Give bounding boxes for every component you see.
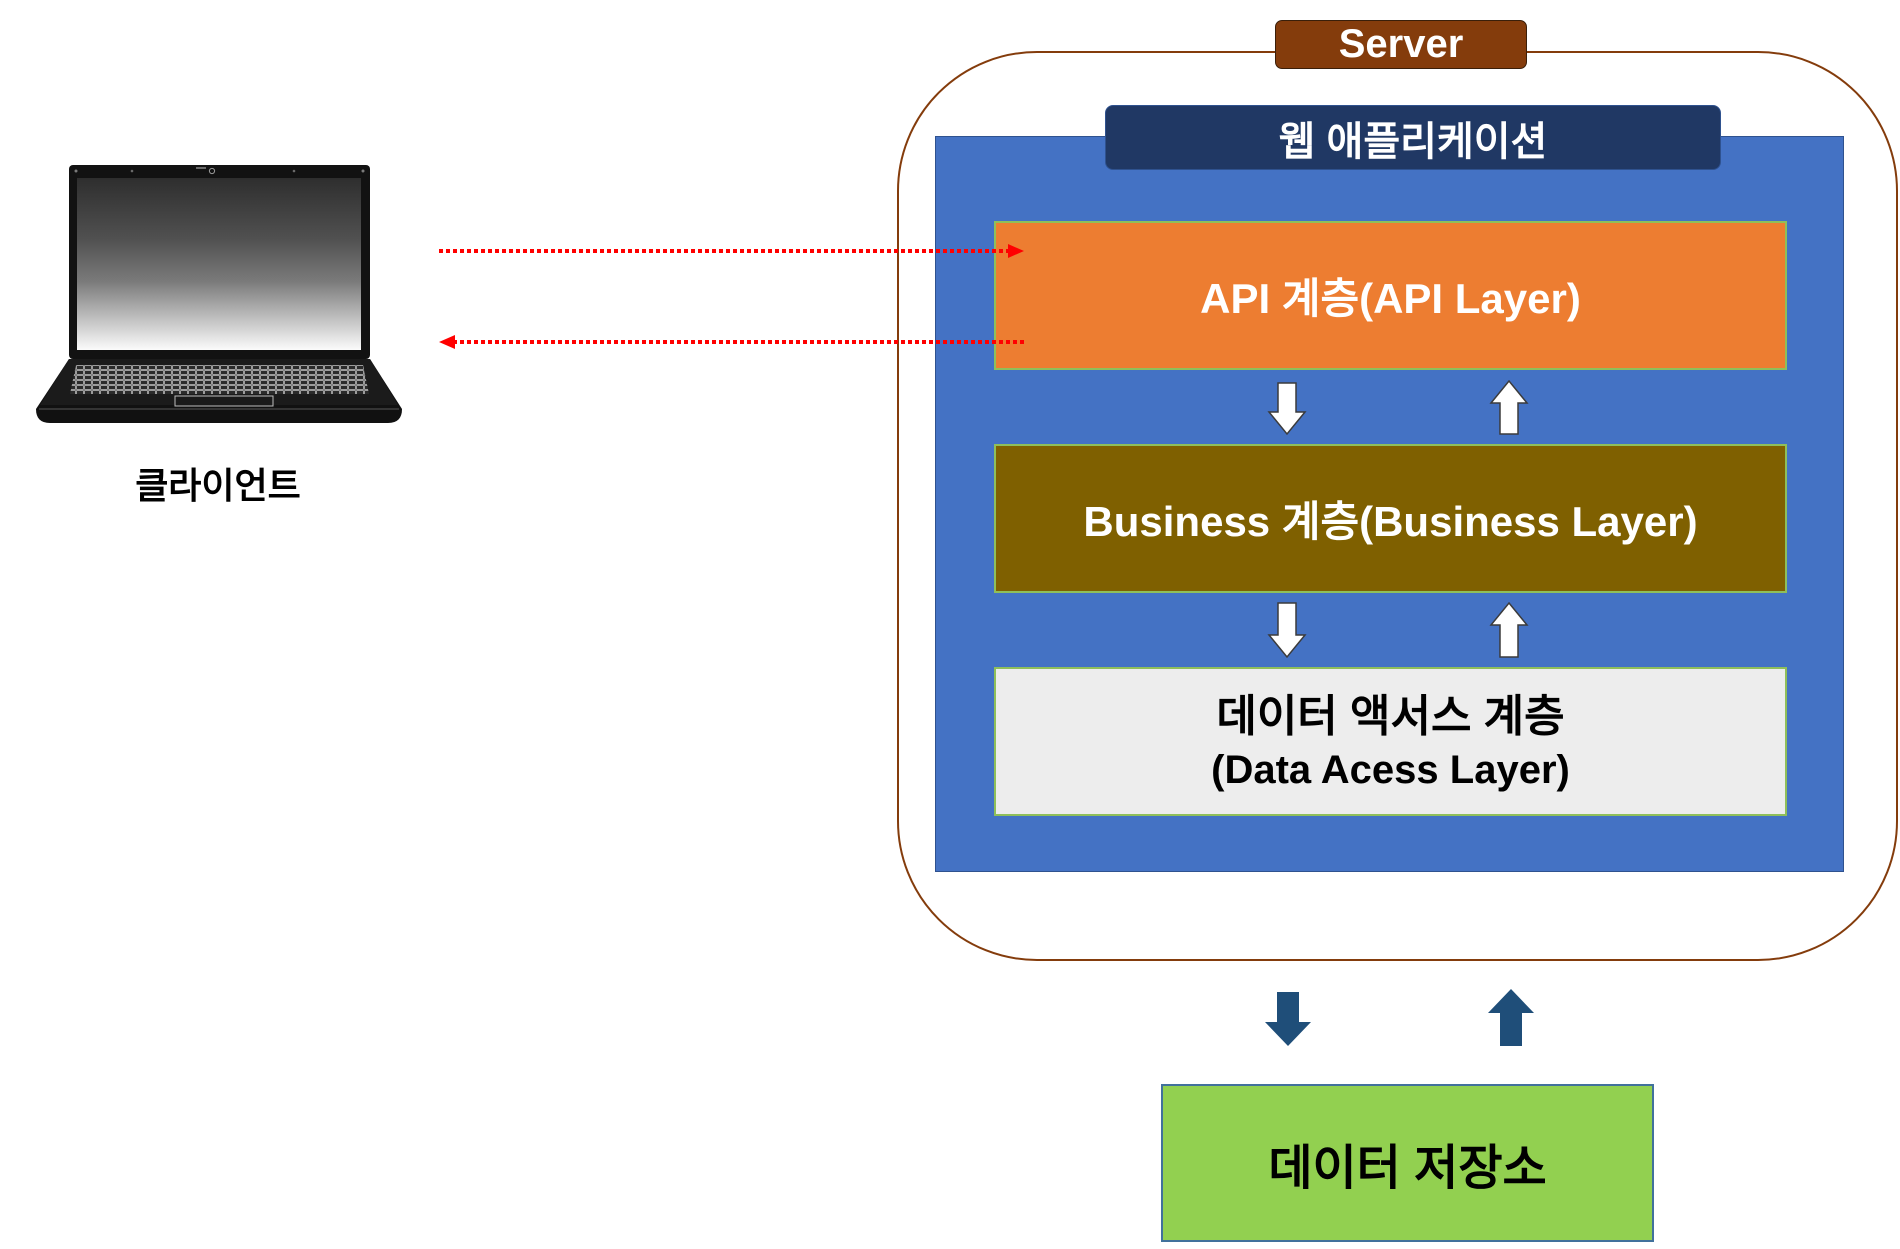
server-label: Server	[1275, 20, 1527, 69]
business-layer-box: Business 계층(Business Layer)	[994, 444, 1787, 593]
arrow-up-icon	[1488, 989, 1534, 1046]
arrow-down-icon	[1265, 992, 1311, 1046]
data-store-label: 데이터 저장소	[1268, 1142, 1547, 1195]
data-access-layer-box: 데이터 액서스 계층 (Data Acess Layer)	[994, 667, 1787, 816]
api-layer-box: API 계층(API Layer)	[994, 221, 1787, 370]
client-label: 클라이언트	[135, 465, 301, 506]
web-application-label: 웹 애플리케이션	[1105, 105, 1721, 170]
laptop-icon	[36, 165, 402, 425]
api-layer-label: API 계층(API Layer)	[1200, 275, 1581, 322]
data-store-box: 데이터 저장소	[1161, 1084, 1654, 1242]
data-access-layer-label-korean: 데이터 액서스 계층	[1216, 691, 1565, 741]
business-layer-label: Business 계층(Business Layer)	[1083, 498, 1698, 545]
data-access-layer-label-english: (Data Acess Layer)	[1211, 747, 1570, 792]
